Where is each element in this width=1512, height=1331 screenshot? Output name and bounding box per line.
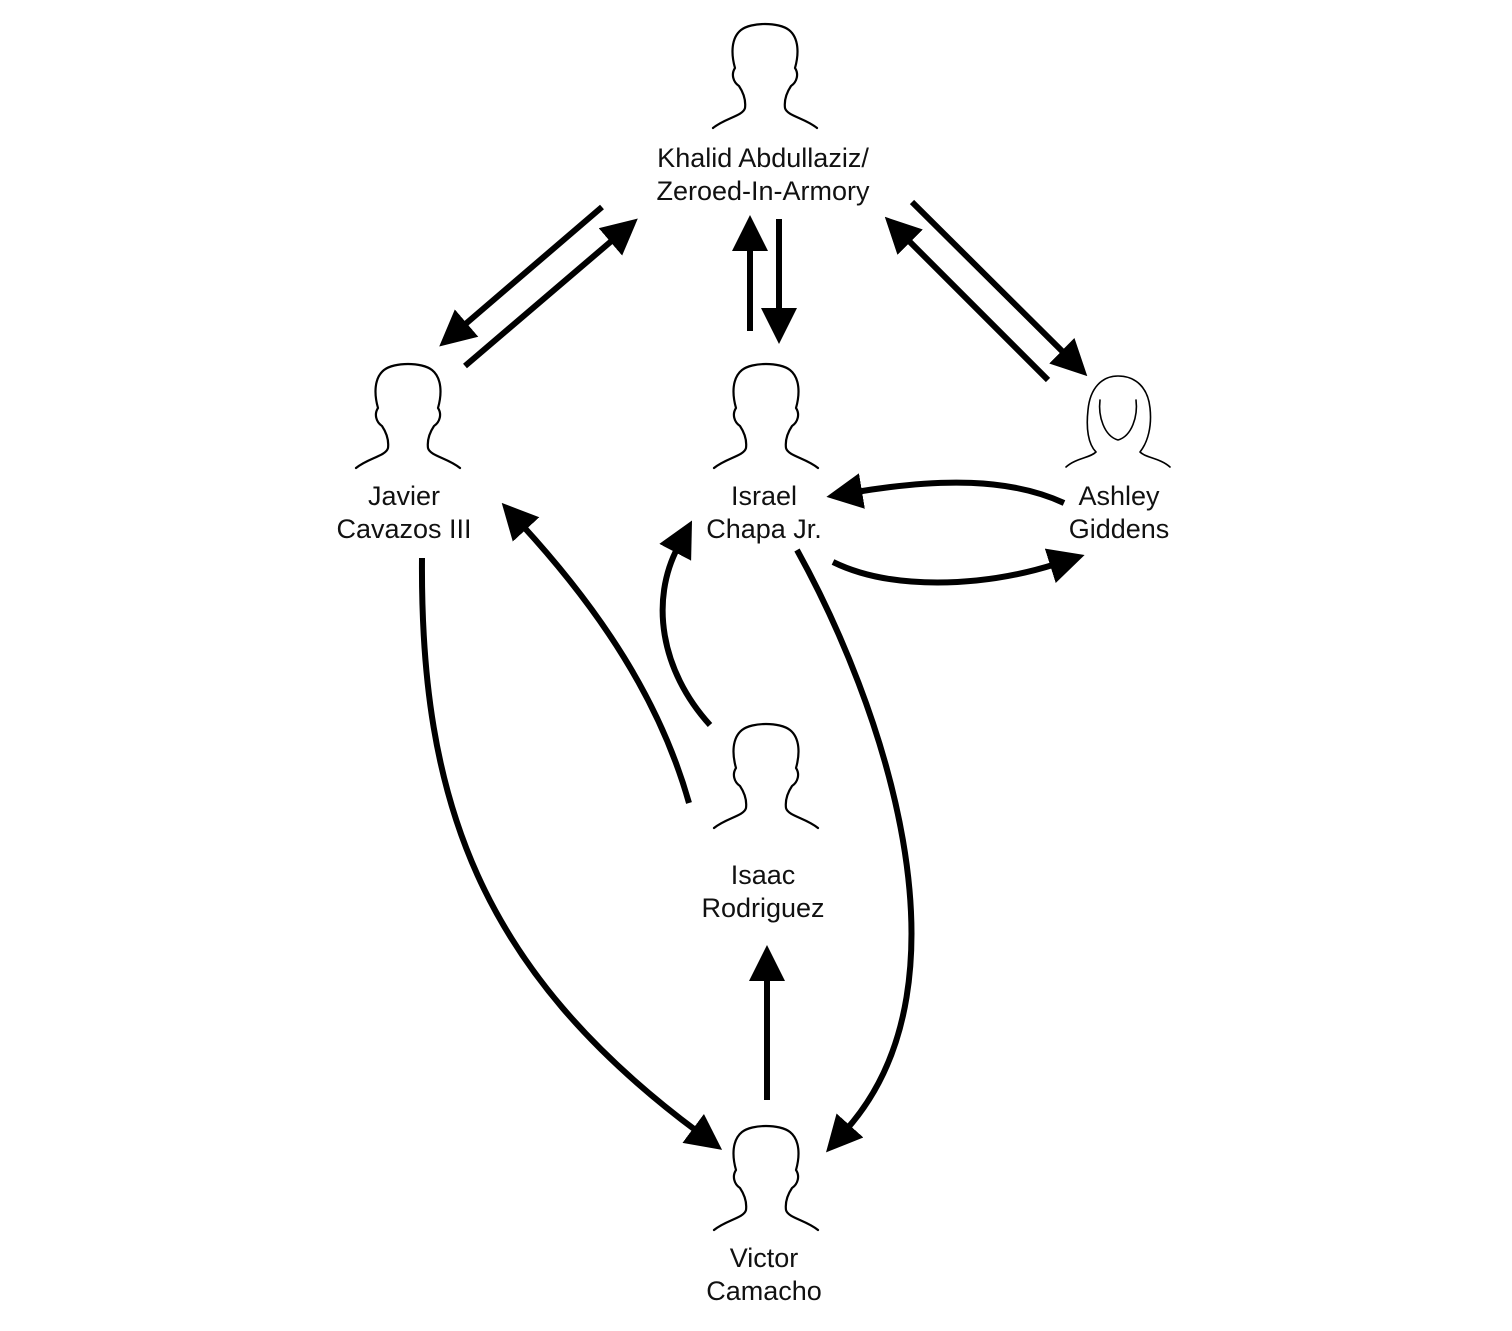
arrow-javier-to-victor xyxy=(418,557,723,1150)
male-silhouette-icon xyxy=(354,362,462,470)
node-label-israel: Israel Chapa Jr. xyxy=(706,480,822,546)
arrow-ashley-to-khalid xyxy=(884,216,1051,383)
node-name-line: Cavazos III xyxy=(336,514,472,544)
arrow-ashley-to-israel xyxy=(826,473,1066,509)
silhouette-outline xyxy=(712,1124,820,1232)
female-silhouette-icon xyxy=(1065,375,1171,468)
arrow-khalid-to-ashley xyxy=(909,199,1088,377)
male-silhouette-icon xyxy=(712,1124,820,1232)
node-label-khalid: Khalid Abdullaziz/ Zeroed-In-Armory xyxy=(656,142,869,208)
node-label-victor: Victor Camacho xyxy=(706,1242,822,1308)
male-silhouette-icon xyxy=(711,22,819,130)
node-label-javier: Javier Cavazos III xyxy=(336,480,471,546)
node-name-line: Israel xyxy=(730,481,798,511)
node-name-line: Chapa Jr. xyxy=(706,514,822,544)
node-label-isaac: Isaac Rodriguez xyxy=(701,859,824,925)
node-name-line: Rodriguez xyxy=(701,893,825,923)
silhouette-outline xyxy=(712,362,820,470)
edges-layer xyxy=(418,199,1088,1153)
node-name-line: Victor xyxy=(729,1243,799,1273)
arrow-isaac-to-javier xyxy=(501,502,692,804)
arrow-khalid-to-javier xyxy=(439,204,604,347)
node-name-line: Javier xyxy=(367,481,441,511)
silhouette-face xyxy=(1098,399,1138,441)
node-label-ashley: Ashley Giddens xyxy=(1069,480,1170,546)
silhouette-outline xyxy=(712,722,820,830)
male-silhouette-icon xyxy=(712,722,820,830)
node-name-line: Giddens xyxy=(1068,514,1170,544)
arrow-israel-to-victor xyxy=(794,548,915,1153)
icons-layer xyxy=(354,22,1171,1232)
arrow-israel-to-ashley xyxy=(831,548,1085,586)
arrow-javier-to-khalid xyxy=(463,218,638,369)
silhouette-outline xyxy=(711,22,819,130)
node-name-line: Camacho xyxy=(706,1276,822,1306)
node-name-line: Ashley xyxy=(1078,481,1160,511)
node-name-line: Isaac xyxy=(730,860,796,890)
silhouette-outline xyxy=(1065,375,1171,468)
silhouette-outline xyxy=(354,362,462,470)
arrow-isaac-to-israel xyxy=(659,520,713,728)
node-name-line: Zeroed-In-Armory xyxy=(656,176,870,206)
node-name-line: Khalid Abdullaziz/ xyxy=(657,143,869,173)
male-silhouette-icon xyxy=(712,362,820,470)
